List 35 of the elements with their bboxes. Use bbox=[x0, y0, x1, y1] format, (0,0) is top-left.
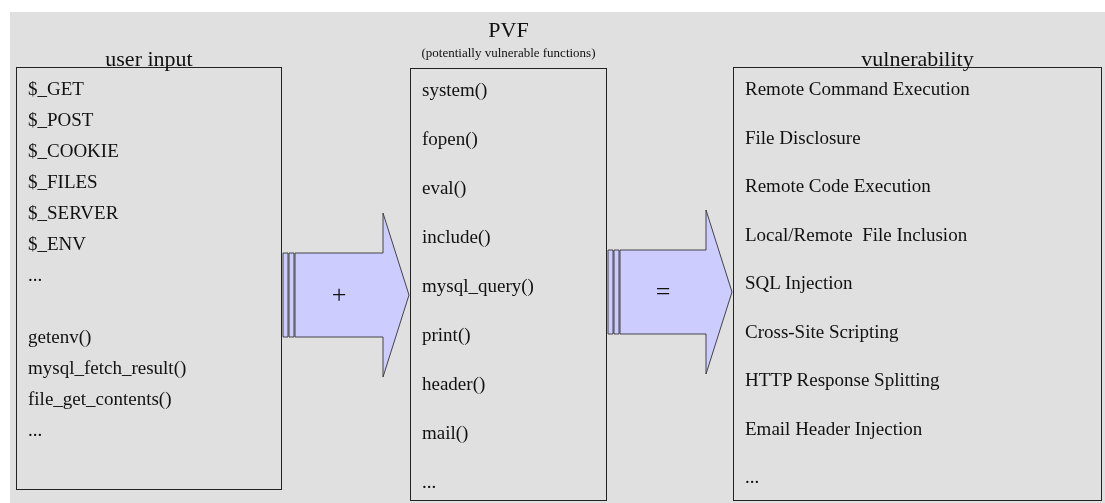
list-item: Email Header Injection bbox=[745, 417, 923, 440]
list-item: ... bbox=[28, 419, 43, 441]
list-item: fopen() bbox=[422, 128, 478, 150]
list-item: system() bbox=[422, 79, 488, 101]
list-item: $_SERVER bbox=[28, 202, 119, 224]
column-subheading: (potentially vulnerable functions) bbox=[421, 46, 596, 61]
list-item: Remote Code Execution bbox=[745, 175, 931, 197]
list-item: $_GET bbox=[28, 78, 84, 100]
list-item: Remote Command Execution bbox=[745, 78, 970, 100]
list-item: SQL Injection bbox=[745, 272, 853, 294]
column-heading: user input bbox=[105, 46, 193, 72]
column-heading: vulnerability bbox=[861, 46, 974, 72]
list-item: $_COOKIE bbox=[28, 140, 119, 162]
block-arrow bbox=[607, 209, 733, 375]
list-item: $_POST bbox=[28, 109, 94, 131]
list-item: ... bbox=[422, 471, 437, 493]
list-item: getenv() bbox=[28, 326, 92, 348]
list-item: include() bbox=[422, 226, 491, 248]
column-heading: PVF bbox=[488, 17, 529, 43]
list-item: mysql_fetch_result() bbox=[28, 357, 187, 379]
list-item: ... bbox=[745, 466, 760, 488]
list-item: header() bbox=[422, 373, 486, 395]
list-item: print() bbox=[422, 324, 471, 346]
list-item: eval() bbox=[422, 177, 467, 199]
list-item: file_get_contents() bbox=[28, 388, 172, 410]
list-item: ... bbox=[28, 264, 43, 286]
list-item: mail() bbox=[422, 422, 469, 444]
list-item: mysql_query() bbox=[422, 275, 534, 297]
list-item: File Disclosure bbox=[745, 126, 861, 149]
list-item: HTTP Response Splitting bbox=[745, 369, 940, 391]
list-item: $_FILES bbox=[28, 171, 98, 193]
list-item: Local/Remote File Inclusion bbox=[745, 223, 968, 246]
block-arrow bbox=[282, 212, 410, 378]
list-item: Cross-Site Scripting bbox=[745, 320, 899, 343]
list-item: $_ENV bbox=[28, 233, 87, 255]
